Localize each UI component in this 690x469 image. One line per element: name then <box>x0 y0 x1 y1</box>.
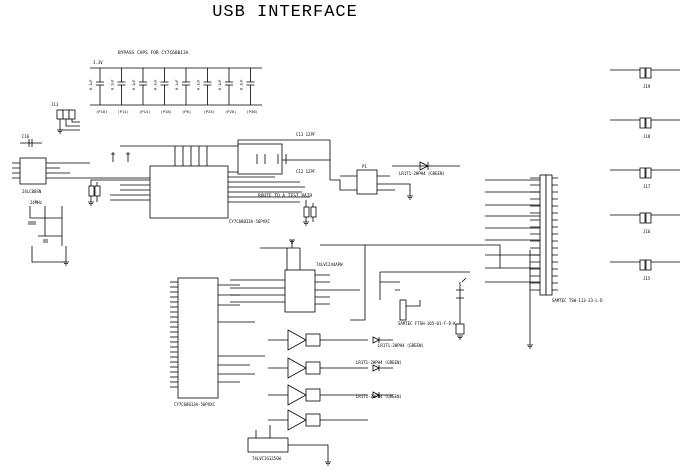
p1-block: P1 LR1T1-2HPH4 (GREEN) <box>330 161 460 196</box>
jumper-ref: J19 <box>643 84 651 89</box>
cap-value: 0.1uF <box>197 79 201 90</box>
jumper-ref: J16 <box>643 229 651 234</box>
buffer-label: 74LVC244APW <box>316 262 343 267</box>
svg-text:J11: J11 <box>51 102 59 107</box>
cap-ref: (P36) <box>247 109 258 114</box>
resistor-column <box>455 250 531 345</box>
svg-text:C11 12PF: C11 12PF <box>296 132 316 137</box>
cap-ref: (P24) <box>204 109 215 114</box>
jumper-ref: J15 <box>643 276 651 281</box>
u2-label: CY7C68013A-56PVXC <box>229 219 271 224</box>
led1-label: LR1T1-2HPH4 (GREEN) <box>399 171 445 176</box>
cap-ref: (P6) <box>182 109 191 114</box>
svg-text:C16: C16 <box>22 134 30 139</box>
led3-label: LR1T1-2HPH4 (GREEN) <box>356 360 402 365</box>
cap-ref: (P14) <box>139 109 150 114</box>
jumper-ref: J17 <box>643 184 651 189</box>
led2-label: LR1T1-2HPH4 (GREEN) <box>378 343 424 348</box>
bypass-capacitor: 0.1uF (P26) <box>218 68 236 114</box>
p1-label: P1 <box>362 164 367 169</box>
cap-value: 0.1uF <box>175 79 179 90</box>
led-driver-buffer <box>268 409 368 431</box>
cap-value: 0.1uF <box>154 79 158 90</box>
led-driver-buffer <box>268 384 393 406</box>
right-connector-label: SAMTEC TSW-113-23-L-D <box>552 298 603 303</box>
cap-ref: (P11) <box>118 109 129 114</box>
route-note: ROUTE TO A TEST PAIR <box>258 193 312 199</box>
jumper-pair: J17 <box>610 167 680 189</box>
mux-u10: 74LVC1G125GW <box>247 425 329 462</box>
jumper-pair: J18 <box>610 117 680 139</box>
jumper-ref: J18 <box>643 134 651 139</box>
jumper-pair: J16 <box>610 212 680 234</box>
jumper-j14: SAMTEC FTSH-105-01-F-D-K <box>380 271 470 326</box>
bypass-capacitor: 0.1uF (P24) <box>197 68 215 114</box>
bypass-cap-bank: 3.3V <box>90 60 262 106</box>
cap-value: 0.1uF <box>111 79 115 90</box>
cap-ref: (P10) <box>96 109 107 114</box>
svg-text:C12 12PF: C12 12PF <box>296 169 316 174</box>
testpoint-pair-left <box>88 179 150 202</box>
bypass-vcc-label: 3.3V <box>93 60 103 65</box>
ground-symbol <box>303 221 309 226</box>
cap-value: 0.1uF <box>89 79 93 90</box>
u2b-label: CY7C68013A-56PVXC <box>174 402 216 407</box>
bypass-capacitor: 0.1uF (P11) <box>111 68 129 114</box>
crystal-block: 24MHz <box>28 200 67 263</box>
bypass-capacitor: 0.1uF (P10) <box>89 68 107 114</box>
testpoint-pair-mid <box>303 200 317 222</box>
jumper-pair: J15 <box>610 259 680 281</box>
bypass-capacitor: 0.1uF (P36) <box>240 68 258 114</box>
ground-symbol <box>407 195 413 200</box>
bypass-caps-label: BYPASS CAPS FOR CY7C68013A <box>118 50 189 56</box>
cap-value: 0.1uF <box>218 79 222 90</box>
cap-value: 0.1uF <box>132 79 136 90</box>
ground-symbol <box>457 335 463 340</box>
cap-ref: (P26) <box>225 109 236 114</box>
bypass-capacitor: 0.1uF (P18) <box>154 68 172 114</box>
led4-label: LR1T1-2HPH4 (GREEN) <box>356 394 402 399</box>
cap-ref: (P18) <box>161 109 172 114</box>
jumper-pair: J19 <box>610 67 680 89</box>
crystal-label: 24MHz <box>30 200 43 205</box>
buffer-u4: 74LVC244APW <box>230 240 501 321</box>
regulator-label: 24LC00SN <box>22 189 42 194</box>
bypass-capacitor: 0.1uF (P6) <box>175 68 191 114</box>
usb-controller-u2-lower: CY7C68013A-56PVXC <box>174 277 265 407</box>
ground-symbol <box>289 239 295 244</box>
ground-symbol <box>88 201 94 206</box>
cap-value: 0.1uF <box>240 79 244 90</box>
led-driver-buffer <box>268 357 393 379</box>
ground-symbol <box>63 261 69 266</box>
regulator-u1: 24LC00SN C16 <box>12 134 150 194</box>
led-driver-buffer <box>268 329 393 351</box>
jumper-j11: J11 <box>51 102 80 131</box>
usb-connector-block: C11 12PF C12 12PF <box>237 132 331 180</box>
jumper-label: SAMTEC FTSH-105-01-F-D-K <box>398 321 456 326</box>
ground-symbol <box>527 344 533 349</box>
ground-symbol <box>325 461 331 466</box>
header-right: SAMTEC TSW-113-23-L-D <box>485 174 603 303</box>
mux-label: 74LVC1G125GW <box>252 456 281 461</box>
bypass-capacitor: 0.1uF (P14) <box>132 68 150 114</box>
page-title: USB INTERFACE <box>212 3 358 22</box>
ground-symbol <box>57 129 63 134</box>
